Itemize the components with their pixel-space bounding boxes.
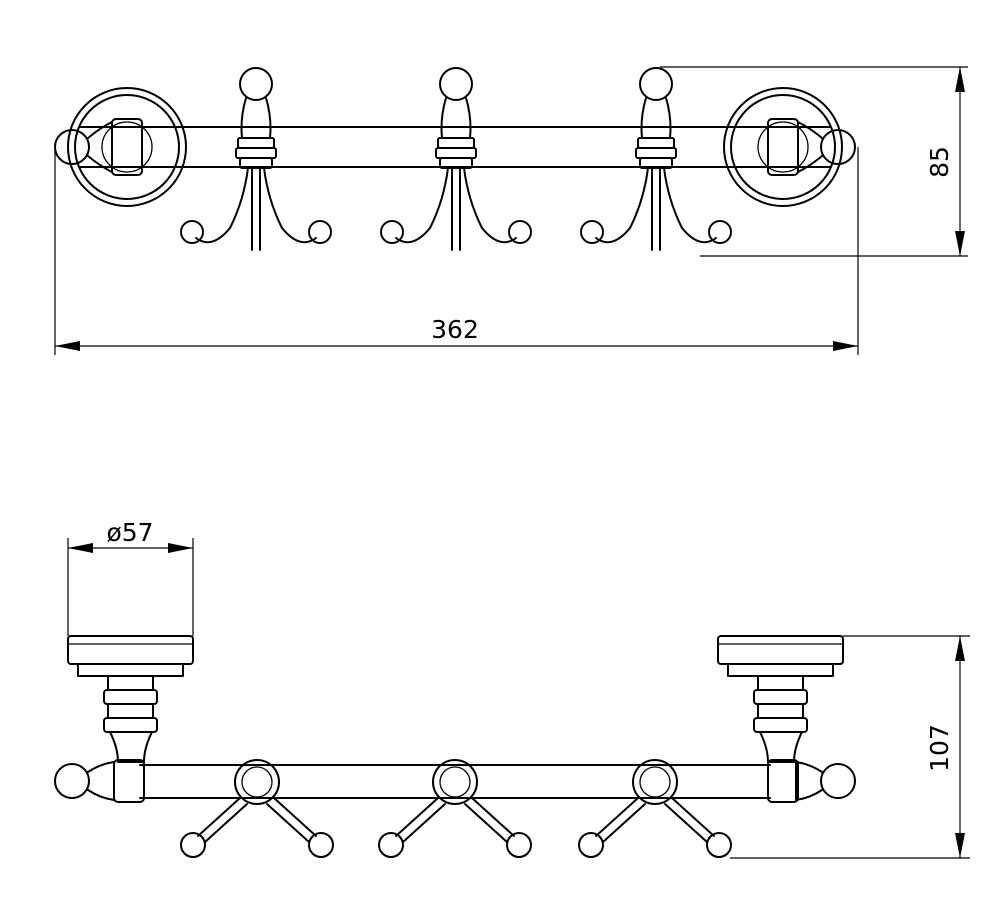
right-plate: [717, 635, 844, 763]
top-hook-1: [180, 67, 332, 251]
dimension-diameter: ø57: [67, 518, 194, 636]
front-hook-1: [180, 759, 334, 858]
front-view: [54, 635, 856, 858]
dimension-diameter-label: ø57: [106, 518, 153, 547]
left-plate: [67, 635, 194, 763]
top-view: [54, 67, 856, 251]
dimension-depth-label: 85: [925, 146, 954, 178]
front-hook-2: [378, 759, 532, 858]
front-hook-3: [578, 759, 732, 858]
top-hook-2: [380, 67, 532, 251]
dimension-depth: 85: [660, 66, 968, 257]
dimension-height-label: 107: [925, 724, 954, 772]
left-rosette: [67, 87, 187, 207]
right-rosette: [723, 87, 843, 207]
top-hook-3: [580, 67, 732, 251]
dimension-width: 362: [54, 147, 859, 355]
dimension-width-label: 362: [431, 315, 479, 344]
dimension-height: 107: [730, 635, 970, 859]
front-bar: [54, 759, 856, 803]
